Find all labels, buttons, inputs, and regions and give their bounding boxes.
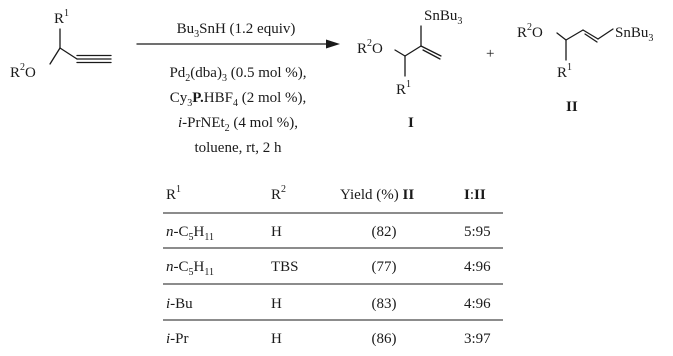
sm-r1: R1 [54, 8, 69, 27]
product-I: SnBu3 R2O R1 I [357, 8, 462, 131]
condition-solvent: toluene, rt, 2 h [194, 140, 282, 156]
p2-vinyl-1 [582, 29, 599, 40]
p1-vinyl-1 [420, 45, 442, 57]
p1-bond-c1 [404, 45, 422, 57]
header-r2: R2 [271, 184, 286, 203]
cell-ratio: 4:96 [464, 259, 491, 275]
reaction-arrow [136, 39, 340, 49]
cell-yield: (77) [372, 259, 397, 275]
p1-bond-o [394, 49, 406, 57]
cell-r1: n-C5H11 [166, 259, 214, 278]
condition-reagent: Bu3SnH (1.2 equiv) [177, 21, 296, 40]
product-II: R2O SnBu3 R1 II [517, 22, 653, 115]
p2-r1: R1 [557, 62, 572, 81]
table-row-4: i-Pr H (86) 3:97 [166, 331, 491, 347]
cell-ratio: 5:95 [464, 224, 491, 240]
table-row-2: n-C5H11 TBS (77) 4:96 [166, 259, 491, 278]
cell-r2: H [271, 331, 282, 347]
results-table: R1 R2 Yield (%) II I:II n-C5H11 H (82) 5… [163, 184, 503, 347]
p1-r1: R1 [396, 79, 411, 98]
cell-ratio: 3:97 [464, 331, 491, 347]
condition-base: i-PrNEt2 (4 mol %), [178, 115, 298, 134]
cell-yield: (86) [372, 331, 397, 347]
cell-r1: n-C5H11 [166, 224, 214, 243]
p2-r2o: R2O [517, 22, 543, 41]
p1-r2o: R2O [357, 38, 383, 57]
p2-bond-o [556, 32, 567, 41]
condition-ligand: Cy3P.HBF4 (2 mol %), [170, 90, 307, 109]
cell-r1: i-Bu [166, 296, 193, 312]
table-row-3: i-Bu H (83) 4:96 [166, 296, 491, 312]
p2-vinyl-2 [584, 33, 598, 43]
p2-bond-c1 [565, 29, 584, 41]
sm-bond-o [49, 47, 61, 65]
starting-material: R1 R2O [10, 8, 112, 81]
cell-r2: H [271, 224, 282, 240]
cell-ratio: 4:96 [464, 296, 491, 312]
header-yield: Yield (%) II [340, 187, 414, 203]
condition-catalyst: Pd2(dba)3 (0.5 mol %), [169, 65, 306, 84]
sm-bond-ch [59, 47, 78, 60]
header-r1: R1 [166, 184, 181, 203]
p1-vinyl-2 [422, 49, 441, 60]
cell-yield: (83) [372, 296, 397, 312]
arrow-head [326, 39, 340, 49]
header-ratio: I:II [464, 187, 486, 203]
p1-snbu3: SnBu3 [424, 8, 462, 27]
p2-bond-sn [597, 28, 614, 40]
conditions: Bu3SnH (1.2 equiv) Pd2(dba)3 (0.5 mol %)… [169, 21, 306, 156]
p1-label: I [408, 115, 414, 131]
plus-sign: + [486, 46, 494, 62]
p2-label: II [566, 99, 578, 115]
table-row-1: n-C5H11 H (82) 5:95 [166, 224, 491, 243]
table-header: R1 R2 Yield (%) II I:II [166, 184, 486, 203]
cell-r2: TBS [271, 259, 299, 275]
sm-r2o: R2O [10, 62, 36, 81]
cell-r2: H [271, 296, 282, 312]
p2-snbu3: SnBu3 [615, 25, 653, 44]
cell-r1: i-Pr [166, 331, 189, 347]
cell-yield: (82) [372, 224, 397, 240]
